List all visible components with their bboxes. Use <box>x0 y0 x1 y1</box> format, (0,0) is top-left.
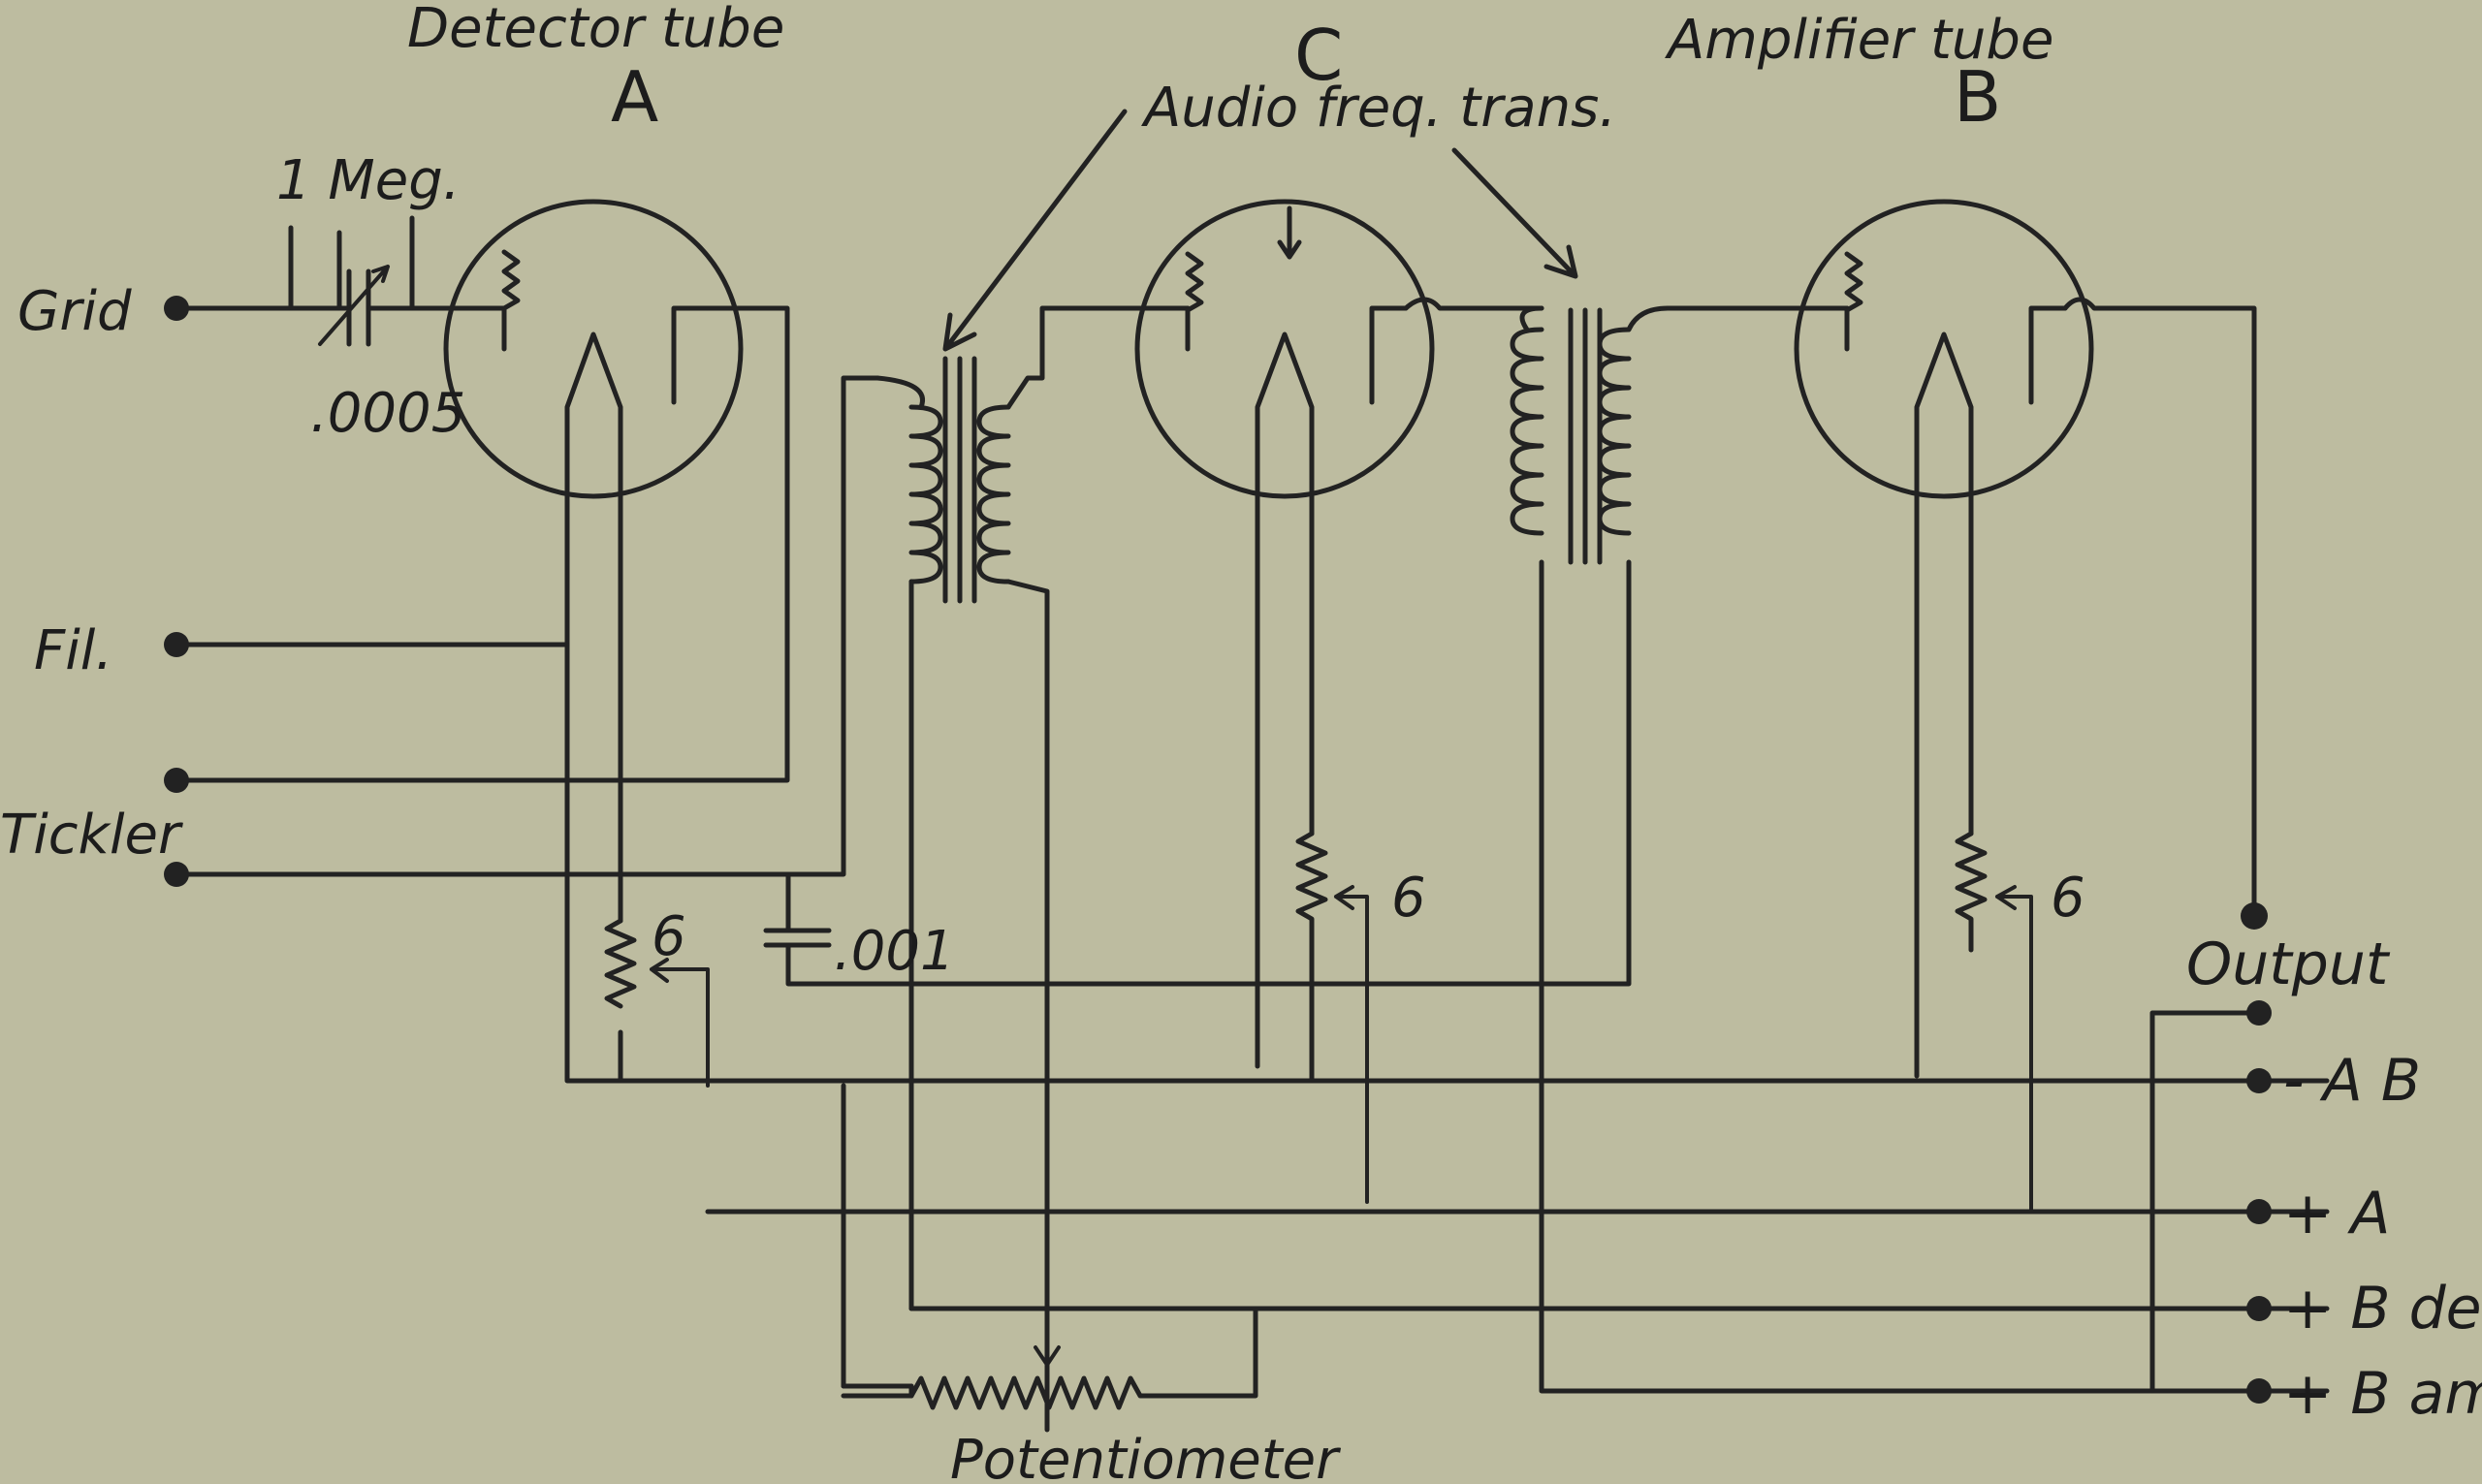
plus-a-terminal-label: + A <box>2283 1180 2390 1247</box>
bypass-capacitor-value: .001 <box>834 920 955 983</box>
potentiometer-label: Potentiometer <box>950 1429 1341 1484</box>
plus-b-amp-terminal-label: + B amp <box>2283 1360 2482 1428</box>
amplifier-tube-label: Amplifier tube <box>1665 9 2053 72</box>
fil-terminal-label: Fil. <box>34 619 112 682</box>
bus-lines <box>705 1010 2330 1433</box>
rheostat-b-value: 6 <box>2051 867 2085 930</box>
transformer-arrow-right <box>1451 147 1578 279</box>
output-terminal <box>2246 1000 2272 1026</box>
rheostat-a-value: 6 <box>652 905 686 968</box>
grid-capacitor-value: .0005 <box>310 382 465 445</box>
plus-a-terminal <box>2246 1199 2272 1224</box>
detector-tube-letter: A <box>611 56 658 138</box>
potentiometer <box>841 1306 1258 1410</box>
rheostat-c <box>1295 831 1369 1204</box>
amplifier-tube-b <box>1794 199 2094 1079</box>
tickler-terminal-2 <box>164 862 189 887</box>
fil-terminal <box>164 632 189 657</box>
grid-circuit <box>174 215 790 783</box>
output-terminal-label: Output <box>2186 931 2391 998</box>
middle-tube-letter: C <box>1294 15 1343 96</box>
audio-transformer-label: Audio freq. trans. <box>1141 77 1616 140</box>
grid-terminal <box>164 296 189 321</box>
transformer-arrow-left <box>942 109 1128 352</box>
tickler-circuit <box>174 375 1050 987</box>
tickler-terminal-label: Tickler <box>0 804 183 867</box>
rheostat-c-value: 6 <box>1391 867 1426 930</box>
output-circuit <box>2062 297 2268 930</box>
grid-terminal-label: Grid <box>17 280 132 343</box>
minus-ab-terminal-label: - A B <box>2283 1047 2421 1115</box>
plus-b-det-terminal <box>2246 1296 2272 1321</box>
middle-tube-c <box>1134 199 1435 1069</box>
resistor-value: 1 Meg. <box>276 149 461 212</box>
plus-b-det-terminal-label: + B det <box>2283 1275 2482 1342</box>
terminals <box>164 296 2272 1404</box>
minus-ab-terminal <box>2246 1068 2272 1093</box>
detector-tube-label: Detector tube <box>407 0 784 60</box>
audio-transformer-2 <box>1044 297 2330 1394</box>
rheostat-a <box>604 773 710 1088</box>
amplifier-tube-letter: B <box>1954 56 2001 138</box>
audio-transformer-1 <box>875 305 1191 1379</box>
tickler-terminal-1 <box>164 768 189 793</box>
rheostat-b <box>1955 831 2033 1214</box>
fil-circuit <box>174 642 2330 1084</box>
detector-tube-a <box>443 199 744 778</box>
plus-b-amp-terminal <box>2246 1378 2272 1404</box>
